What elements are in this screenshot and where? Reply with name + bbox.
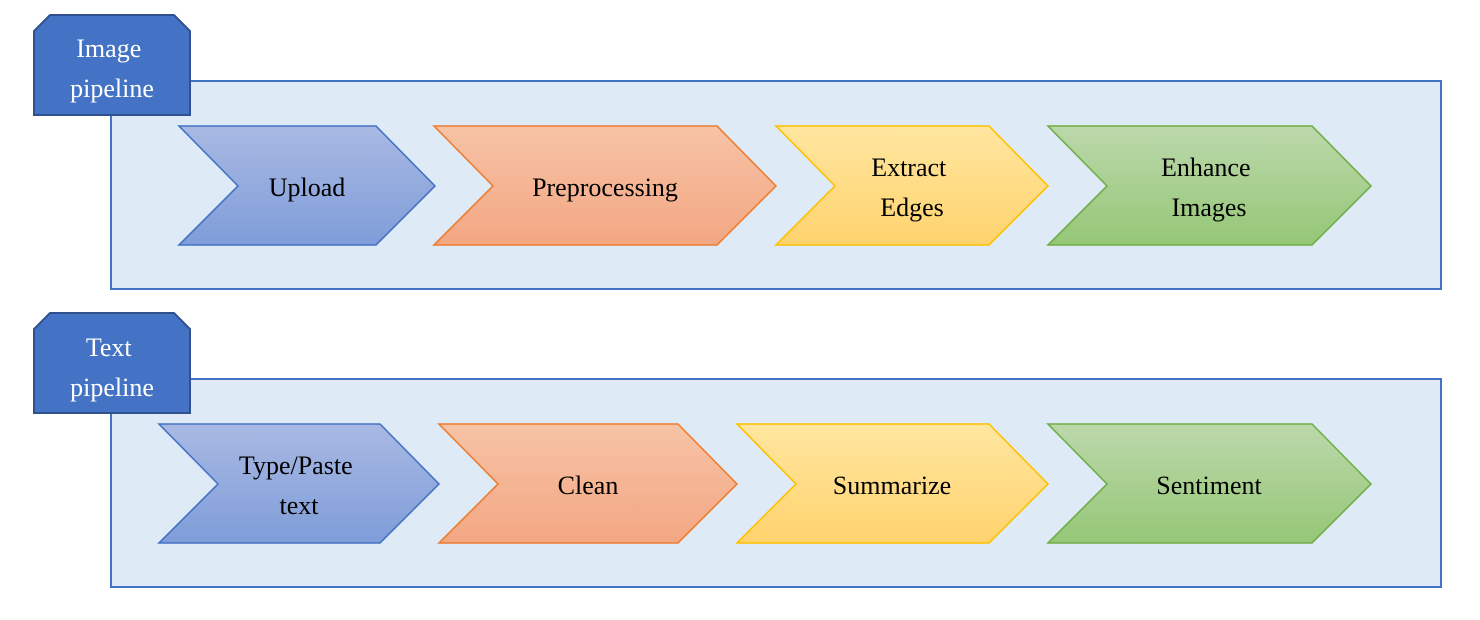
step-upload-label: Upload — [269, 173, 346, 202]
step-type-paste-text-label: Type/Paste text — [239, 451, 359, 520]
image-pipeline-title: Image pipeline — [70, 34, 154, 103]
step-sentiment: Sentiment — [1046, 423, 1373, 544]
step-preprocessing-label: Preprocessing — [532, 173, 678, 202]
text-pipeline-title: Text pipeline — [70, 333, 154, 402]
step-sentiment-label: Sentiment — [1156, 471, 1262, 500]
step-enhance-images: Enhance Images — [1046, 125, 1373, 246]
step-extract-edges: Extract Edges — [774, 125, 1050, 246]
step-extract-edges-label: Extract Edges — [871, 153, 953, 222]
text-pipeline-tab — [33, 312, 191, 414]
image-pipeline-lane: Image pipeline Upload Preprocessing Extr… — [33, 14, 1442, 290]
text-pipeline-lane: Text pipeline Type/Paste text Clean Summ… — [33, 312, 1442, 588]
step-upload: Upload — [177, 125, 437, 246]
image-pipeline-tab — [33, 14, 191, 116]
step-summarize-label: Summarize — [833, 471, 951, 500]
step-clean-label: Clean — [558, 471, 619, 500]
step-enhance-images-label: Enhance Images — [1161, 153, 1257, 222]
step-type-paste-text: Type/Paste text — [157, 423, 441, 544]
step-summarize: Summarize — [735, 423, 1050, 544]
step-clean: Clean — [437, 423, 739, 544]
step-preprocessing: Preprocessing — [432, 125, 778, 246]
